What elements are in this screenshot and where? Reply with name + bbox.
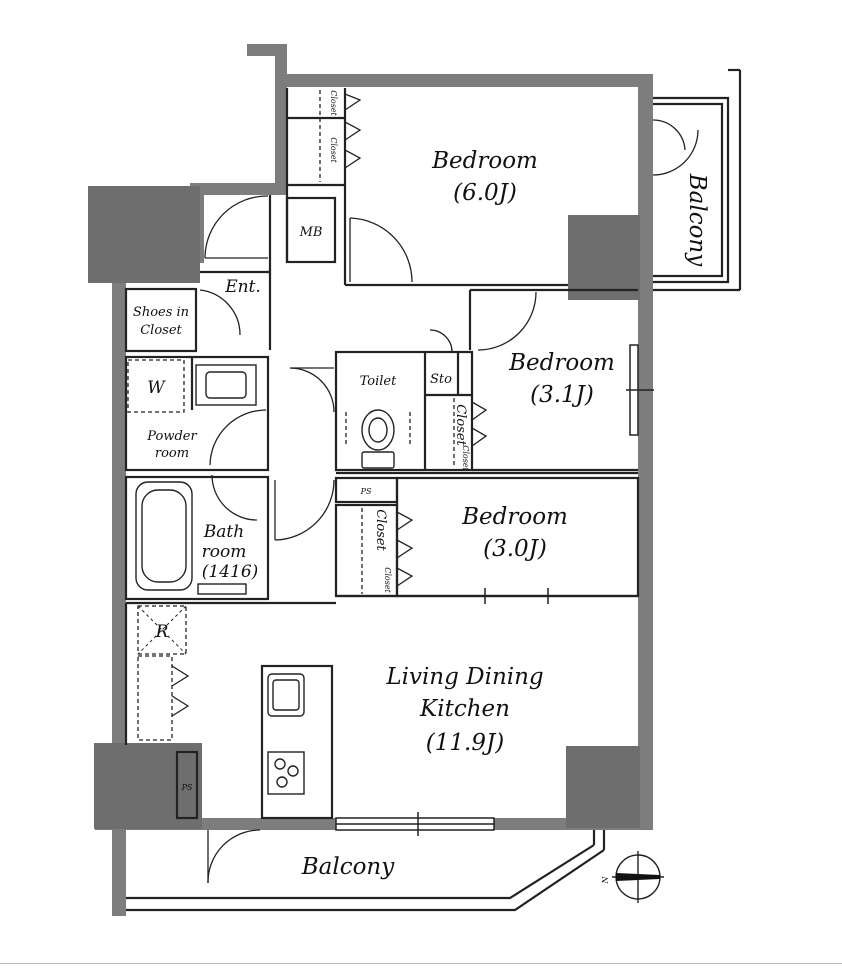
washbasin [195,364,257,406]
toilet-label: Toilet [360,374,397,389]
shoes-closet-line2: Closet [140,323,182,338]
closet-label-bedroom3-b: Closet [383,567,392,593]
fridge-cross [137,605,187,655]
ldk-name-line1: Living Dining [385,664,543,690]
bedroom-2-name: Bedroom [508,350,615,376]
compass-icon [612,851,664,903]
bottom-rule [0,963,842,964]
fridge-label: R [155,622,169,642]
bedroom-main-size: (6.0J) [453,180,517,206]
shoes-closet-line1: Shoes in [133,305,189,320]
closet-label-bedroom2-a: Closet [453,404,468,446]
bedroom-3-size: (3.0J) [483,536,547,562]
kitchen-sink [267,673,305,717]
ldk-name-line2: Kitchen [419,696,510,722]
bathtub [135,481,247,595]
cooktop [267,751,305,795]
bathroom-line1: Bath [203,522,244,542]
entrance-label: Ent. [224,277,261,297]
door-swings [171,93,699,884]
washer-label: W [147,378,166,398]
balcony-east-label: Balcony [684,173,710,268]
ldk-size: (11.9J) [426,730,504,756]
bedroom-main-name: Bedroom [431,148,538,174]
ps-lower-label: PS [181,783,193,792]
closet-label-bedroom2-b: Closet [461,445,470,471]
powder-room-line1: Powder [146,429,197,444]
structural-pillars [88,186,640,829]
balcony-south-label: Balcony [301,854,396,880]
closet-label-main-a: Closet [329,90,338,116]
closet-label-main-b: Closet [329,137,338,163]
bedroom-2-size: (3.1J) [530,382,594,408]
bathroom-line2: room [202,542,247,562]
interior-walls [124,68,742,912]
bedroom-3-name: Bedroom [461,504,568,530]
powder-room-line2: room [155,446,189,461]
mb-label: MB [299,225,323,240]
dashed-fixtures [127,90,455,741]
window-ticks [417,389,654,836]
ps-upper-label: PS [360,487,372,496]
toilet-fixture [361,409,395,469]
outer-walls [95,44,653,916]
closet-label-bedroom3-a: Closet [373,509,388,551]
storage-label: Sto [430,372,452,387]
compass-north-letter: N [601,876,610,885]
bathroom-size: (1416) [202,562,259,582]
